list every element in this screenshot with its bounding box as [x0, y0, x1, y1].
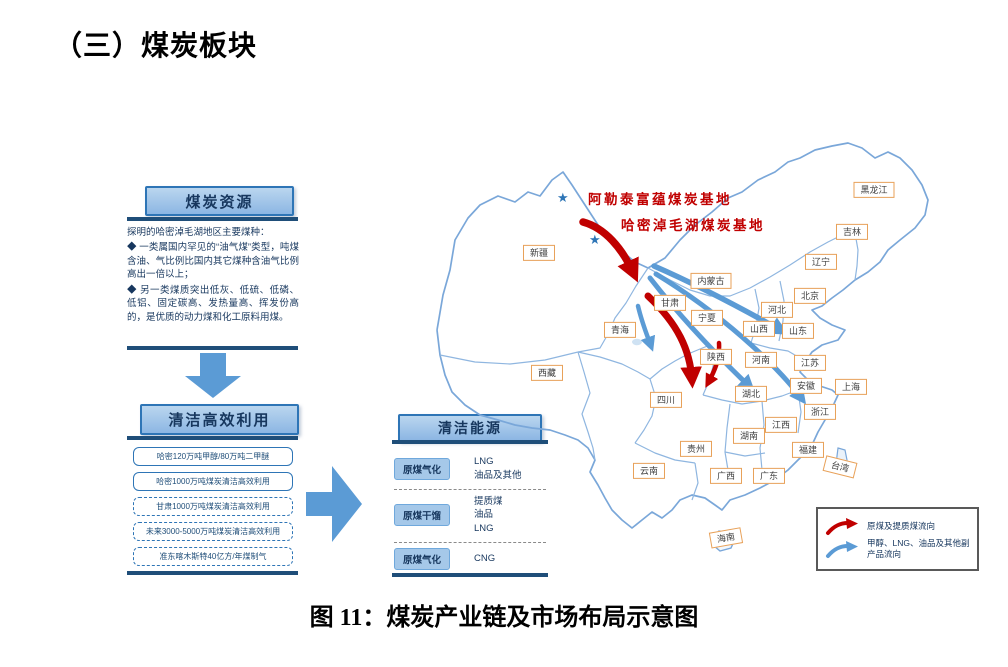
page-title: （三）煤炭板块: [54, 31, 258, 62]
project-box: 未来3000-5000万吨煤炭清洁高效利用: [133, 522, 293, 541]
right-arrow-icon: [306, 466, 362, 542]
taiwan-island: [835, 447, 848, 472]
figure-caption: 图 11：煤炭产业链及市场布局示意图: [309, 605, 699, 631]
project-list: 哈密120万吨甲醇/80万吨二甲醚哈密1000万吨煤炭清洁高效利用甘肃1000万…: [133, 447, 293, 572]
process-chip: 原煤干馏: [394, 504, 451, 527]
process-outputs: 提质煤油品 LNG: [474, 495, 503, 536]
process-output: LNG: [474, 523, 494, 535]
project-box: 哈密120万吨甲醇/80万吨二甲醚: [133, 447, 293, 466]
clean-utilization-header: 清洁高效利用: [140, 404, 299, 435]
china-outline: [436, 142, 929, 529]
divider-line: [127, 571, 298, 575]
process-output: 油品: [474, 509, 494, 521]
legend-label: 原煤及提质煤流向: [867, 520, 936, 531]
process-chip: 原煤气化: [394, 457, 451, 480]
clean-energy-rows: 原煤气化 LNG 油品及其他原煤干馏 提质煤油品 LNG 原煤气化 CNG: [394, 450, 546, 576]
hainan-island: [711, 530, 736, 552]
coal-resources-paragraph: ◆ 另一类煤质突出低灰、低硫、低磷、低铝、固定碳高、发热量高、挥发份高的，是优质…: [127, 284, 299, 323]
legend-label: 甲醇、LNG、油品及其他副产品流向: [867, 538, 970, 560]
project-box: 哈密1000万吨煤炭清洁高效利用: [133, 472, 293, 491]
base-star-icon: ★: [589, 232, 601, 247]
down-arrow-icon: [185, 353, 241, 398]
clean-energy-header: 清洁能源: [398, 414, 542, 442]
process-output: CNG: [474, 552, 496, 564]
divider-line: [127, 217, 298, 221]
project-box: 甘肃1000万吨煤炭清洁高效利用: [133, 497, 293, 516]
divider-line: [127, 346, 298, 350]
divider-line: [127, 436, 298, 440]
process-output: 提质煤: [474, 495, 503, 507]
coal-resources-header: 煤炭资源: [145, 186, 294, 216]
divider-line: [392, 573, 548, 577]
clean-energy-row: 原煤气化 CNG: [394, 543, 546, 576]
qinghai-lake: [632, 338, 642, 346]
legend-row: 甲醇、LNG、油品及其他副产品流向: [825, 538, 970, 561]
province-borders: [439, 232, 859, 501]
process-outputs: LNG 油品及其他: [474, 455, 522, 483]
base-star-icon: ★: [557, 190, 569, 205]
map-legend: 原煤及提质煤流向甲醇、LNG、油品及其他副产品流向: [816, 507, 979, 571]
process-output: 油品及其他: [474, 469, 522, 481]
coal-resources-description: 探明的哈密淖毛湖地区主要煤种： ◆ 一类属国内罕见的“油气煤”类型，吨煤含油、气比…: [127, 226, 299, 326]
divider-line: [392, 440, 548, 444]
process-chip: 原煤气化: [394, 547, 451, 570]
legend-arrow-icon: [825, 540, 859, 559]
clean-energy-row: 原煤气化 LNG 油品及其他: [394, 450, 546, 490]
coal-resources-paragraph: ◆ 一类属国内罕见的“油气煤”类型，吨煤含油、气比例比国内其它煤种含油气比例高出…: [127, 242, 299, 281]
legend-arrow-icon: [825, 517, 859, 536]
flow-arrows-blue: [635, 263, 807, 405]
coal-resources-paragraph: 探明的哈密淖毛湖地区主要煤种：: [127, 227, 270, 238]
project-box: 准东喀木斯特40亿方/年煤制气: [133, 547, 293, 566]
clean-energy-row: 原煤干馏 提质煤油品 LNG: [394, 490, 546, 543]
legend-row: 原煤及提质煤流向: [825, 517, 970, 536]
process-outputs: CNG: [474, 552, 495, 566]
process-output: LNG: [474, 456, 494, 467]
